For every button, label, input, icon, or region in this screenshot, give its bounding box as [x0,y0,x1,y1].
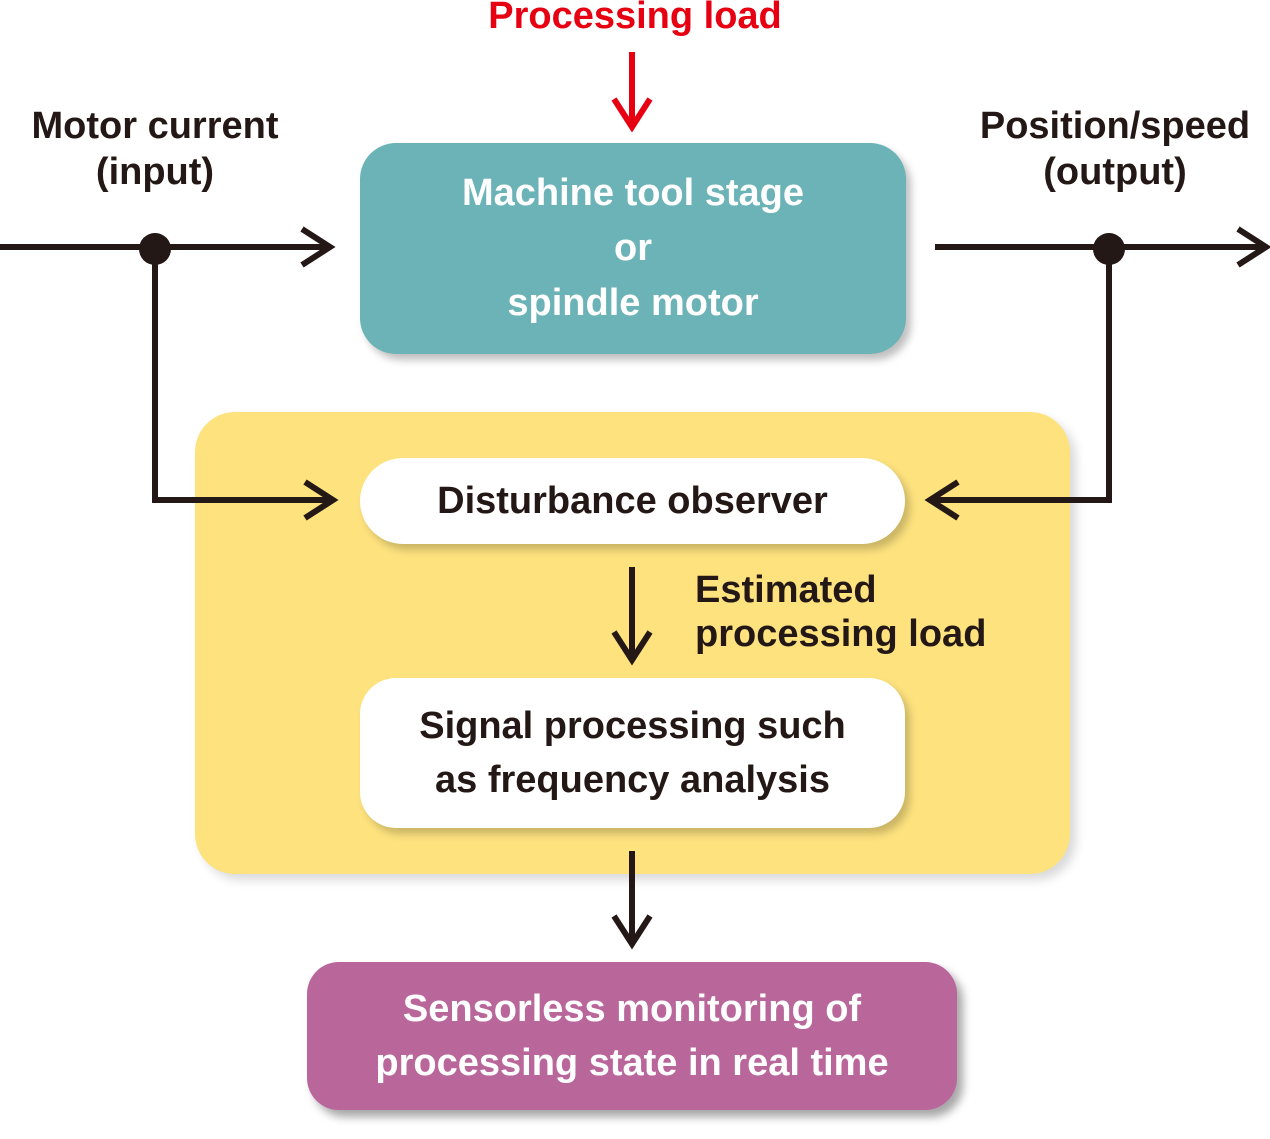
estimated-load-label: Estimated processing load [695,568,986,656]
output-junction-dot [1093,233,1125,265]
input-label-line1: Motor current [31,105,279,147]
signal-processing-box: Signal processing such as frequency anal… [360,678,905,828]
processing-load-label: Processing load [435,0,835,40]
input-branch-line [152,247,333,503]
output-arrowhead [1236,226,1270,268]
output-label-line1: Position/speed [979,105,1251,147]
monitor-box-line1: Sensorless monitoring of [402,988,862,1030]
input-branch-arrowhead [303,479,339,521]
output-branch-arrowhead [924,479,960,521]
input-junction-dot [139,233,171,265]
processing-load-arrowhead [611,97,653,133]
processing-load-text: Processing load [488,0,782,37]
disturbance-observer-box: Disturbance observer [360,458,905,544]
sensorless-monitoring-box: Sensorless monitoring of processing stat… [307,962,957,1110]
observer-box-label: Disturbance observer [437,479,828,522]
machine-tool-box: Machine tool stage or spindle motor [360,143,906,354]
input-arrowhead [300,226,336,268]
output-branch-line [930,247,1112,503]
signal-box-line1: Signal processing such [419,705,846,747]
machine-box-line2: or [614,227,652,269]
input-label: Motor current (input) [0,104,310,195]
signal-box-line2: as frequency analysis [435,759,830,801]
output-to-monitor-arrowhead [611,914,653,950]
estimated-load-line1: Estimated [695,569,877,611]
estimate-arrowhead [611,630,653,666]
output-label-line2: (output) [1043,150,1187,193]
monitor-box-line2: processing state in real time [375,1042,889,1084]
output-label: Position/speed (output) [960,104,1270,195]
machine-box-line3: spindle motor [507,282,759,324]
estimated-load-line2: processing load [695,613,987,655]
machine-box-line1: Machine tool stage [461,172,805,214]
input-label-line2: (input) [95,150,215,193]
